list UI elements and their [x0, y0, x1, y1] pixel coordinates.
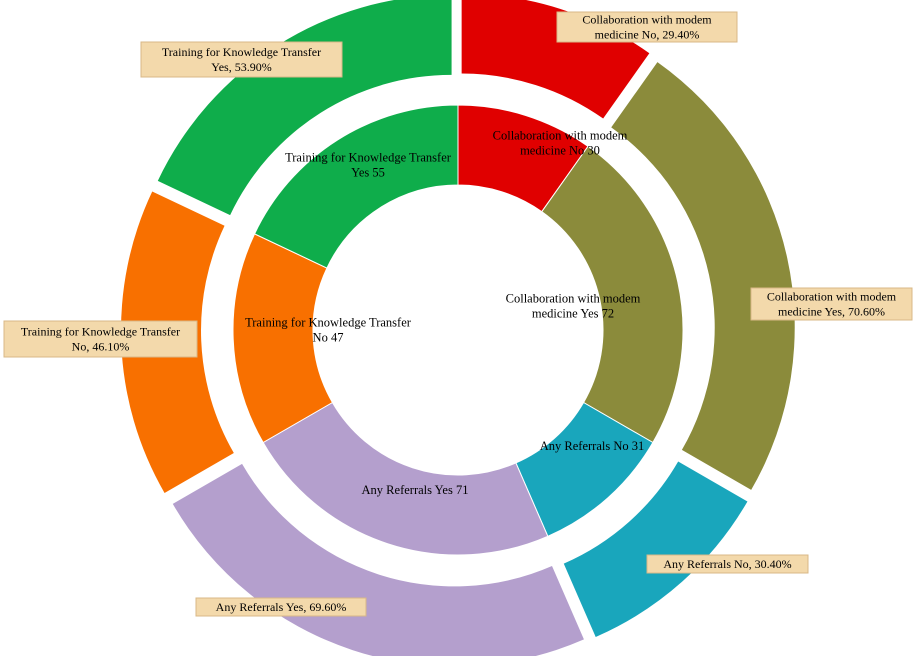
inner-slice-training-for-knowledge-transfer-yes — [253, 104, 459, 269]
outer-label-any-referrals-no: Any Referrals No, 30.40% — [663, 557, 791, 571]
inner-label-any-referrals-yes: Any Referrals Yes 71 — [362, 483, 469, 497]
outer-label-box-training-for-knowledge-transfer-yes — [140, 41, 343, 78]
inner-label-any-referrals-no: Any Referrals No 31 — [540, 439, 645, 453]
outer-slice-training-for-knowledge-transfer-yes — [157, 0, 452, 216]
outer-label-box-any-referrals-no — [646, 554, 809, 574]
outer-label-box-collaboration-with-modem-medicine-no — [556, 11, 738, 43]
outer-slice-any-referrals-no — [563, 461, 748, 637]
inner-slice-collaboration-with-modem-medicine-yes — [541, 145, 684, 444]
outer-label-box-training-for-knowledge-transfer-no — [3, 320, 198, 358]
outer-label-any-referrals-yes: Any Referrals Yes, 69.60% — [216, 600, 347, 614]
inner-ring — [232, 104, 684, 556]
outer-label-box-collaboration-with-modem-medicine-yes — [750, 287, 913, 321]
outer-label-box-any-referrals-yes — [195, 597, 367, 617]
outer-slice-collaboration-with-modem-medicine-yes — [611, 62, 795, 490]
inner-slice-any-referrals-yes — [262, 401, 549, 556]
